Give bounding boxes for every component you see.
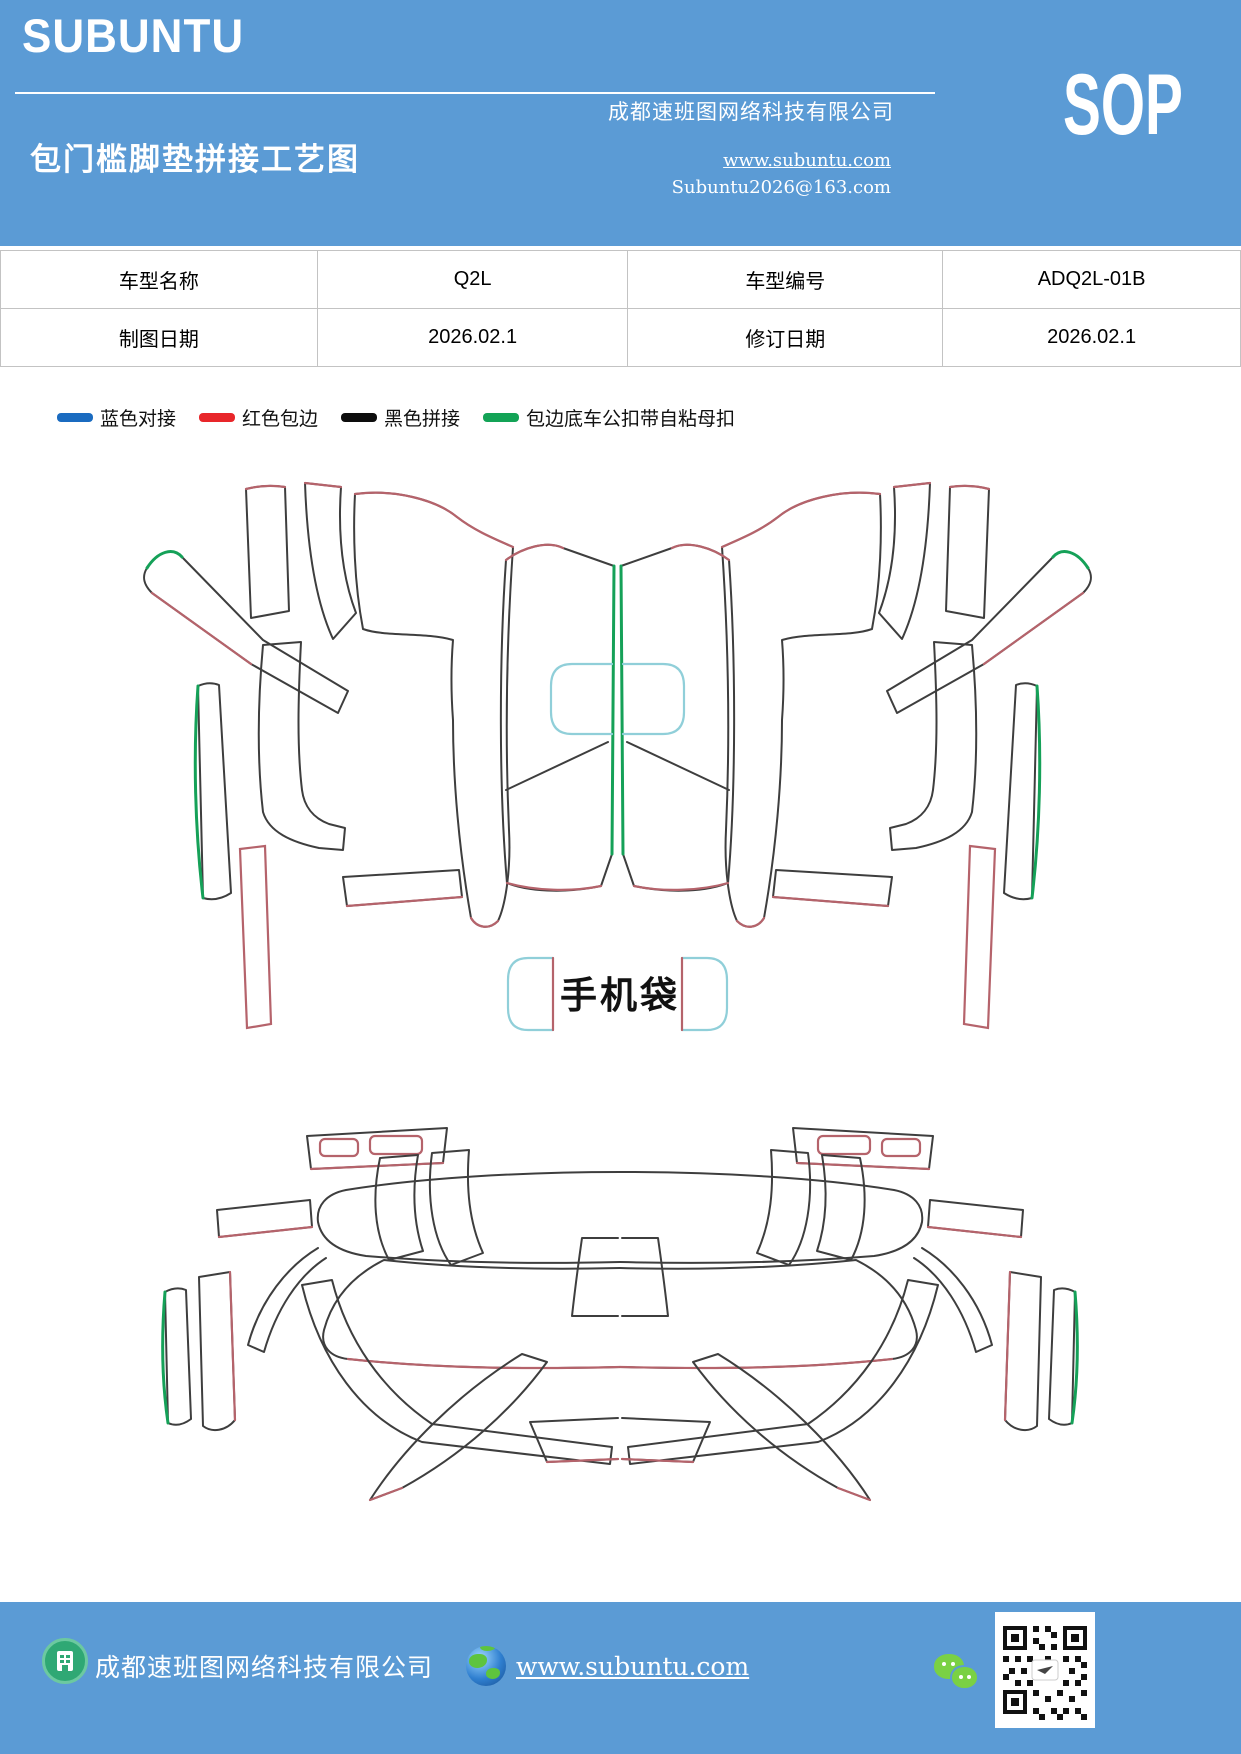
rear-mat-pieces-left [161, 1127, 622, 1502]
buckle-hole [368, 1134, 424, 1156]
legend-label: 黑色拼接 [384, 408, 461, 430]
red-binding-edge [309, 1161, 445, 1171]
red-line-swatch [199, 413, 236, 422]
phone-pocket-label: 手机袋 [560, 974, 680, 1017]
legend-label: 红色包边 [242, 408, 319, 430]
building-icon [42, 1638, 88, 1684]
blue-line-swatch [57, 413, 93, 422]
edge-color-legend: 蓝色对接 红色包边 黑色拼接 包边底车公扣带自粘母扣 [57, 404, 758, 431]
red-binding-edge [353, 491, 515, 549]
black-line-swatch [341, 413, 378, 422]
legend-item-black: 黑色拼接 [341, 404, 460, 431]
mat-piece [428, 1149, 484, 1266]
mat-piece [245, 484, 290, 619]
cell-revise-date-value: 2026.02.1 [942, 308, 1241, 367]
mat-piece [353, 491, 514, 928]
header-divider [15, 92, 935, 94]
red-binding-edge [504, 543, 565, 562]
cell-draw-date-value: 2026.02.1 [316, 308, 629, 367]
red-binding-edge [505, 881, 603, 891]
legend-label: 蓝色对接 [100, 408, 177, 430]
red-binding-edge [345, 895, 464, 908]
mat-piece [322, 1259, 621, 1370]
cell-model-name-label: 车型名称 [0, 250, 318, 309]
buckle-hole [318, 1137, 360, 1158]
website-link[interactable]: www.subuntu.com [723, 150, 891, 171]
red-binding-edge [346, 1357, 622, 1370]
email-text: Subuntu2026@163.com [671, 177, 891, 198]
green-snap-edge [145, 550, 184, 570]
mat-piece [197, 682, 232, 901]
red-binding-edge [469, 916, 500, 928]
company-name: 成都速班图网络科技有限公司 [608, 100, 894, 124]
mat-piece [164, 1287, 192, 1426]
mat-piece [247, 1247, 327, 1353]
red-binding-edge [545, 1457, 620, 1464]
page-footer: 成都速班图网络科技有限公司 www.subuntu.com [0, 1602, 1241, 1754]
red-binding-edge [150, 591, 253, 666]
green-snap-edge [610, 564, 616, 856]
phone-pocket-cutout [549, 662, 614, 736]
cell-model-code-label: 车型编号 [627, 250, 944, 309]
legend-item-blue: 蓝色对接 [57, 404, 176, 431]
legend-item-red: 红色包边 [199, 404, 318, 431]
phone-pocket-piece [506, 956, 555, 1032]
mat-piece [257, 641, 346, 851]
cell-draw-date-label: 制图日期 [0, 308, 318, 367]
mat-piece [499, 543, 615, 892]
brand-logo: SUBUNTU [22, 10, 245, 63]
red-binding-edge [303, 481, 343, 489]
red-binding-edge [217, 1225, 314, 1239]
globe-icon [466, 1646, 506, 1686]
red-binding-piece [238, 844, 273, 1030]
mat-piece [304, 482, 357, 640]
green-snap-edge [161, 1290, 170, 1425]
table-row: 车型名称 Q2L 车型编号 ADQ2L-01B [0, 250, 1241, 309]
cell-revise-date-label: 修订日期 [627, 308, 944, 367]
red-binding-edge [228, 1270, 237, 1422]
mat-piece [571, 1237, 619, 1317]
red-binding-edge [368, 1486, 404, 1502]
legend-label: 包边底车公扣带自粘母扣 [526, 408, 736, 430]
mat-piece [143, 550, 349, 714]
vehicle-info-table: 车型名称 Q2L 车型编号 ADQ2L-01B 制图日期 2026.02.1 修… [0, 250, 1241, 367]
footer-company-name: 成都速班图网络科技有限公司 [95, 1653, 434, 1682]
seam-line [505, 741, 609, 791]
front-mat-pieces-left [143, 481, 616, 1032]
red-binding-edge [244, 484, 287, 491]
front-mat-pieces-right [619, 481, 1093, 1032]
mat-piece [316, 1171, 621, 1264]
rear-mat-pieces-right [618, 1126, 1079, 1502]
cell-model-name-value: Q2L [316, 250, 629, 309]
mat-piece [301, 1279, 613, 1465]
sop-badge: SOP [1063, 57, 1183, 153]
legend-item-green: 包边底车公扣带自粘母扣 [483, 404, 735, 431]
page-title: 包门槛脚垫拼接工艺图 [30, 142, 360, 177]
mat-piece [374, 1154, 424, 1261]
mat-piece [198, 1271, 236, 1432]
page-header: SUBUNTU 包门槛脚垫拼接工艺图 成都速班图网络科技有限公司 SOP www… [0, 0, 1241, 246]
mat-splice-diagram: 手机袋 [143, 481, 1093, 1502]
green-snap-edge [193, 684, 205, 900]
wechat-icon [934, 1654, 982, 1698]
mat-piece [529, 1417, 619, 1463]
cell-model-code-value: ADQ2L-01B [942, 250, 1241, 309]
green-line-swatch [483, 413, 520, 422]
table-row: 制图日期 2026.02.1 修订日期 2026.02.1 [0, 308, 1241, 367]
qr-code [995, 1612, 1095, 1728]
footer-website-link[interactable]: www.subuntu.com [516, 1652, 750, 1681]
